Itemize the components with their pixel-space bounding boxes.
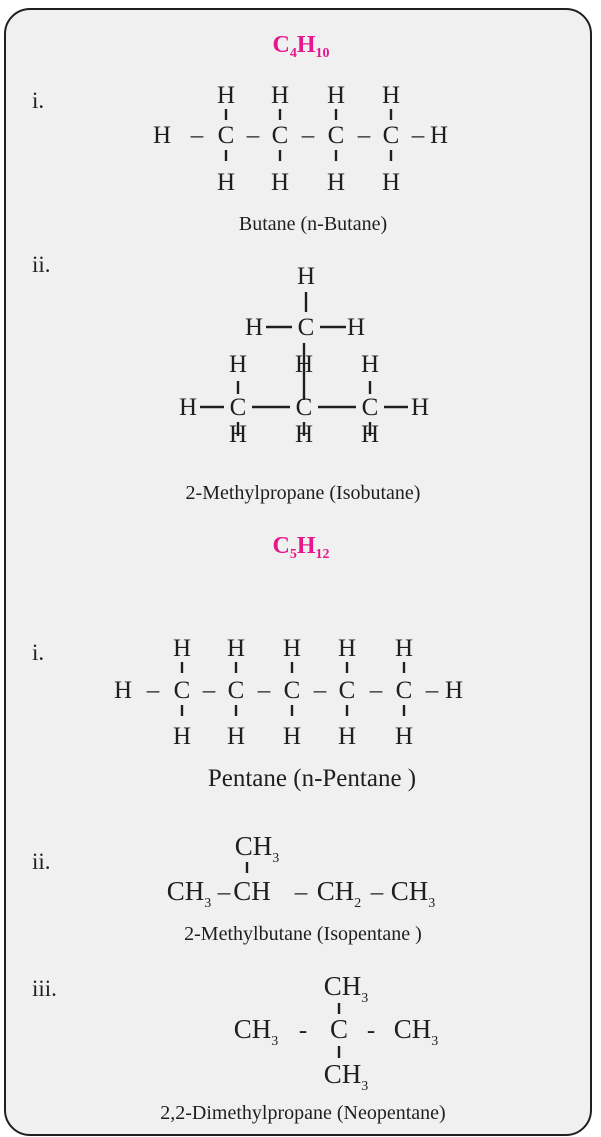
caption-neopentane: 2,2-Dimethylpropane (Neopentane) — [160, 1102, 445, 1124]
single-bond-dash: – — [146, 677, 160, 704]
carbon-atom: C — [339, 677, 356, 704]
carbon-atom: C — [383, 122, 400, 149]
hydrogen-atom: H — [283, 723, 301, 750]
hydrogen-atom: H — [327, 82, 345, 109]
hydrogen-atom: H — [173, 635, 191, 662]
caption-isobutane: 2-Methylpropane (Isobutane) — [186, 482, 421, 504]
numeral-pentane: i. — [32, 640, 44, 665]
caption-butane: Butane (n-Butane) — [239, 213, 387, 235]
carbon-atom: C — [396, 677, 413, 704]
single-bond-dash: – — [425, 677, 439, 704]
single-bond-dash: – — [369, 677, 383, 704]
hydrogen-atom: H — [361, 351, 379, 378]
hydrogen-atom: H — [283, 635, 301, 662]
hydrogen-atom: H — [153, 122, 171, 149]
single-bond-dash: – — [294, 879, 308, 906]
hydrogen-atom: H — [445, 677, 463, 704]
single-bond-dash: – — [190, 122, 204, 149]
hydrogen-atom: H — [327, 169, 345, 196]
single-bond-dash: – — [411, 122, 425, 149]
hydrogen-atom: H — [338, 635, 356, 662]
single-bond-dash: - — [367, 1017, 375, 1044]
carbon-atom: C — [328, 122, 345, 149]
numeral-neopentane: iii. — [32, 976, 57, 1001]
formula-c5h12: C5H12 — [272, 533, 329, 562]
methyl-group: CH3 — [324, 1059, 369, 1094]
hydrogen-atom: H — [229, 351, 247, 378]
single-bond-dash: – — [246, 122, 260, 149]
hydrogen-atom: H — [338, 723, 356, 750]
single-bond-dash: – — [257, 677, 271, 704]
hydrogen-atom: H — [271, 82, 289, 109]
single-bond-dash: – — [357, 122, 371, 149]
methylene-group: CH2 — [317, 876, 362, 911]
single-bond-dash: – — [202, 677, 216, 704]
carbon-atom: C — [298, 314, 315, 341]
carbon-atom: C — [284, 677, 301, 704]
formula-c4h10: C4H10 — [272, 32, 329, 61]
isobutane-structure: HHCHHHHHHHHCCCH — [179, 263, 429, 448]
methyl-group: CH3 — [324, 971, 369, 1006]
single-bond-dash: - — [299, 1017, 307, 1044]
hydrogen-atom: H — [217, 169, 235, 196]
caption-isopentane: 2-Methylbutane (Isopentane ) — [184, 923, 422, 945]
hydrogen-atom: H — [217, 82, 235, 109]
single-bond-dash: – — [370, 879, 384, 906]
hydrogen-atom: H — [411, 394, 429, 421]
carbon-atom: C — [218, 122, 235, 149]
hydrogen-atom: H — [295, 351, 313, 378]
carbon-atom: C — [362, 394, 379, 421]
hydrogen-atom: H — [227, 635, 245, 662]
hydrogen-atom: H — [227, 723, 245, 750]
methyl-group: CH3 — [235, 831, 280, 866]
quaternary-carbon: C — [330, 1014, 348, 1044]
single-bond-dash: – — [217, 879, 231, 906]
carbon-atom: C — [174, 677, 191, 704]
single-bond-dash: – — [301, 122, 315, 149]
caption-pentane: Pentane (n-Pentane ) — [208, 765, 416, 792]
carbon-atom: C — [230, 394, 247, 421]
numeral-butane: i. — [32, 88, 44, 113]
methyl-group: CH3 — [391, 876, 436, 911]
single-bond-dash: – — [313, 677, 327, 704]
carbon-atom: C — [272, 122, 289, 149]
hydrogen-atom: H — [395, 723, 413, 750]
formula-panel — [4, 8, 592, 1136]
hydrogen-atom: H — [382, 169, 400, 196]
methyl-group: CH3 — [234, 1014, 279, 1049]
numeral-isopentane: ii. — [32, 849, 51, 874]
hydrogen-atom: H — [271, 169, 289, 196]
hydrogen-atom: H — [297, 263, 315, 290]
hydrogen-atom: H — [395, 635, 413, 662]
hydrogen-atom: H — [173, 723, 191, 750]
hydrogen-atom: H — [245, 314, 263, 341]
methine-group: CH — [233, 876, 271, 906]
methyl-group: CH3 — [394, 1014, 439, 1049]
hydrogen-atom: H — [114, 677, 132, 704]
carbon-atom: C — [228, 677, 245, 704]
hydrogen-atom: H — [430, 122, 448, 149]
hydrogen-atom: H — [347, 314, 365, 341]
numeral-isobutane: ii. — [32, 252, 51, 277]
hydrogen-atom: H — [179, 394, 197, 421]
carbon-atom: C — [296, 394, 313, 421]
methyl-group: CH3 — [167, 876, 212, 911]
hydrogen-atom: H — [382, 82, 400, 109]
